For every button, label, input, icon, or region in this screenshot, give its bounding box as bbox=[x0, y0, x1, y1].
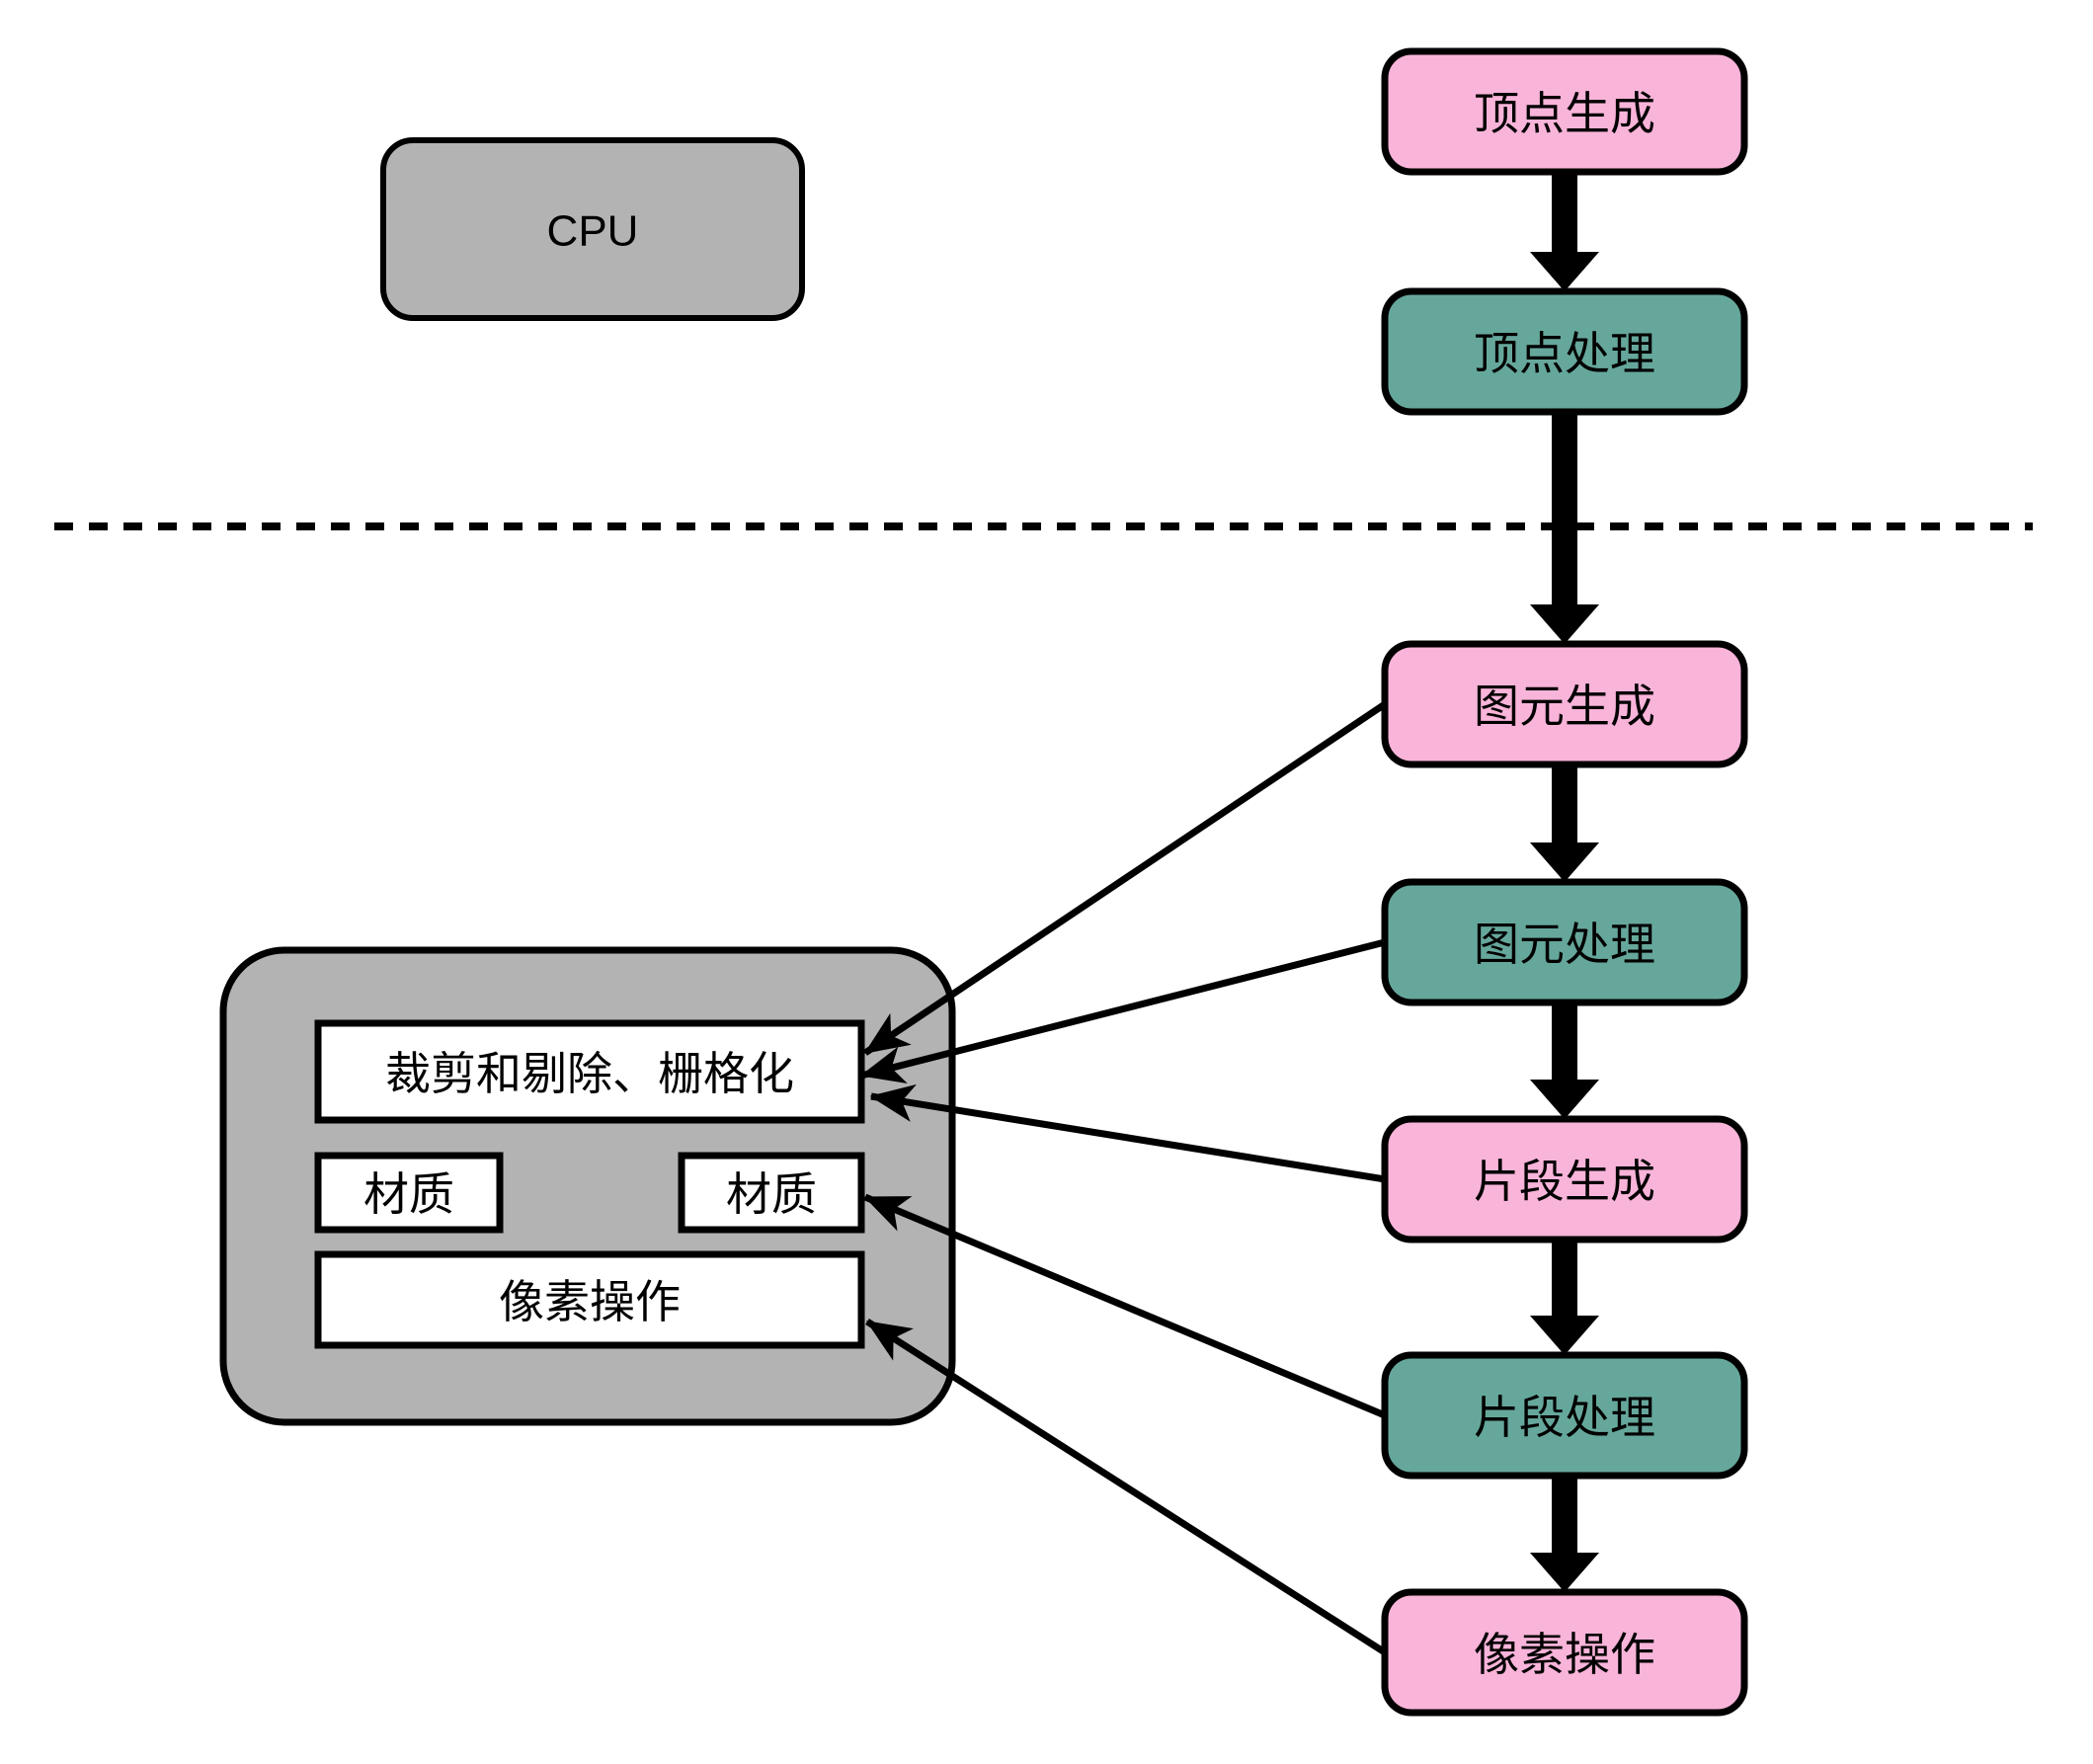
texture-box-right bbox=[678, 1152, 865, 1234]
flow-arrow-1 bbox=[1530, 172, 1599, 291]
pipeline-label-pixel-operations: 像素操作 bbox=[1474, 1629, 1655, 1680]
arrow-fragment-generation-to-clip bbox=[869, 1083, 1386, 1183]
flow-arrow-5 bbox=[1530, 1240, 1599, 1355]
cpu-box bbox=[380, 137, 805, 321]
pixel-operations-hw-box bbox=[314, 1250, 865, 1349]
pipeline-box-pixel-operations bbox=[1381, 1588, 1748, 1717]
pipeline-box-vertex-generation bbox=[1381, 47, 1748, 176]
pipeline-box-primitive-generation bbox=[1381, 640, 1748, 768]
clip-cull-rasterize-label: 裁剪和剔除、栅格化 bbox=[385, 1048, 794, 1099]
cpu-box-label: CPU bbox=[547, 207, 639, 256]
pipeline-label-primitive-generation: 图元生成 bbox=[1474, 681, 1655, 732]
texture-label-right: 材质 bbox=[726, 1168, 817, 1220]
flow-arrow-2 bbox=[1530, 412, 1599, 644]
pipeline-box-fragment-processing bbox=[1381, 1351, 1748, 1480]
pipeline-label-primitive-processing: 图元处理 bbox=[1474, 919, 1655, 970]
pipeline-label-vertex-generation: 顶点生成 bbox=[1474, 88, 1655, 139]
pixel-operations-hw-label: 像素操作 bbox=[499, 1276, 681, 1327]
flow-arrow-6 bbox=[1530, 1476, 1599, 1592]
arrow-primitive-processing-to-clip bbox=[859, 938, 1386, 1083]
clip-cull-rasterize-box bbox=[314, 1019, 865, 1124]
arrow-pixel-operations-to-pixel-hw bbox=[865, 1319, 1387, 1655]
flow-arrow-3 bbox=[1530, 764, 1599, 882]
pipeline-box-primitive-processing bbox=[1381, 878, 1748, 1006]
pipeline-box-vertex-processing bbox=[1381, 287, 1748, 416]
texture-box-left bbox=[314, 1152, 504, 1234]
texture-label-left: 材质 bbox=[363, 1168, 454, 1220]
pipeline-label-fragment-processing: 片段处理 bbox=[1474, 1392, 1655, 1443]
arrow-fragment-processing-to-texture bbox=[863, 1193, 1387, 1419]
arrow-primitive-generation-to-clip bbox=[863, 701, 1387, 1056]
pipeline-box-fragment-generation bbox=[1381, 1115, 1748, 1243]
pipeline-label-vertex-processing: 顶点处理 bbox=[1474, 328, 1655, 379]
flow-arrow-4 bbox=[1530, 1002, 1599, 1119]
pipeline-label-fragment-generation: 片段生成 bbox=[1474, 1156, 1655, 1207]
